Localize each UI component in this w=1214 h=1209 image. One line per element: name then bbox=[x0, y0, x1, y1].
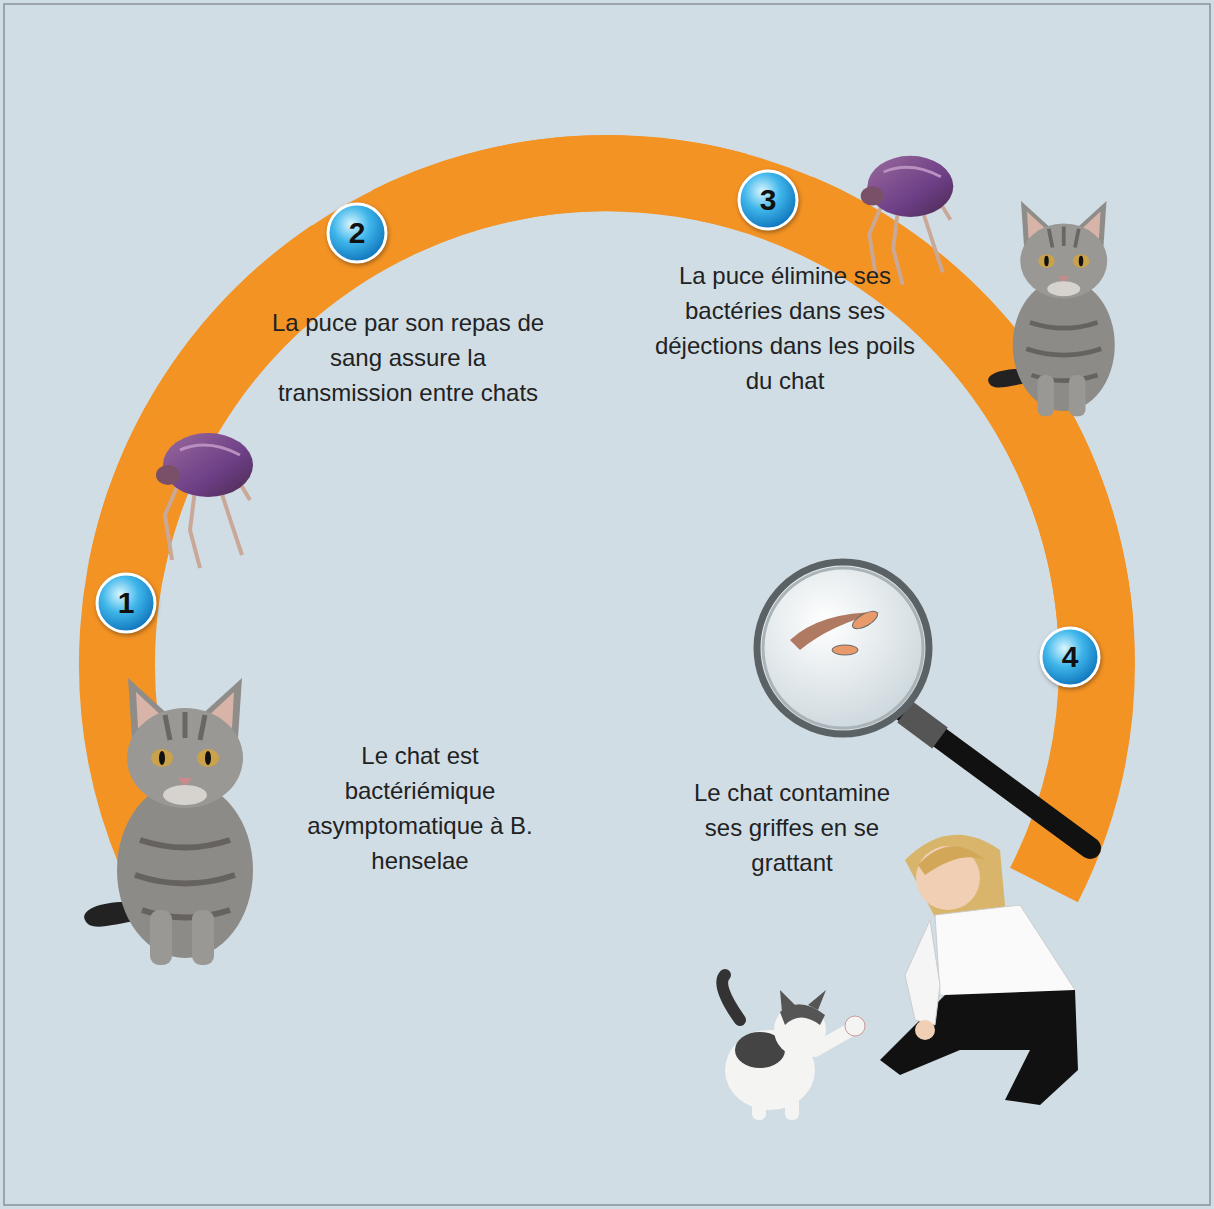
callout-number: 1 bbox=[118, 586, 135, 620]
step-description: La puce par son repas de sang assure la … bbox=[263, 305, 553, 410]
flea-photo bbox=[156, 433, 253, 568]
callout-number: 2 bbox=[349, 216, 366, 250]
kitten bbox=[722, 975, 865, 1120]
cycle-band-segment bbox=[389, 173, 738, 224]
circle-shape bbox=[1041, 628, 1099, 686]
cat-photo bbox=[988, 201, 1115, 416]
cycle-band-segment bbox=[126, 256, 334, 570]
step-number-circle: 3 bbox=[737, 169, 799, 231]
step-number-circle: 4 bbox=[1039, 626, 1101, 688]
step-description: La puce élimine ses bactéries dans ses d… bbox=[640, 258, 930, 398]
circle-shape bbox=[739, 171, 797, 229]
woman bbox=[880, 835, 1078, 1105]
step-number-circle: 1 bbox=[95, 572, 157, 634]
callout-number: 3 bbox=[760, 183, 777, 217]
circle-shape bbox=[97, 574, 155, 632]
callout-number: 4 bbox=[1062, 640, 1079, 674]
cat-photo bbox=[84, 678, 253, 965]
circle-shape bbox=[328, 204, 386, 262]
step-description: Le chat est bactériémique asymptomatique… bbox=[305, 738, 535, 878]
step-description: Le chat contamine ses griffes en se grat… bbox=[692, 775, 892, 880]
step-number-circle: 2 bbox=[326, 202, 388, 264]
